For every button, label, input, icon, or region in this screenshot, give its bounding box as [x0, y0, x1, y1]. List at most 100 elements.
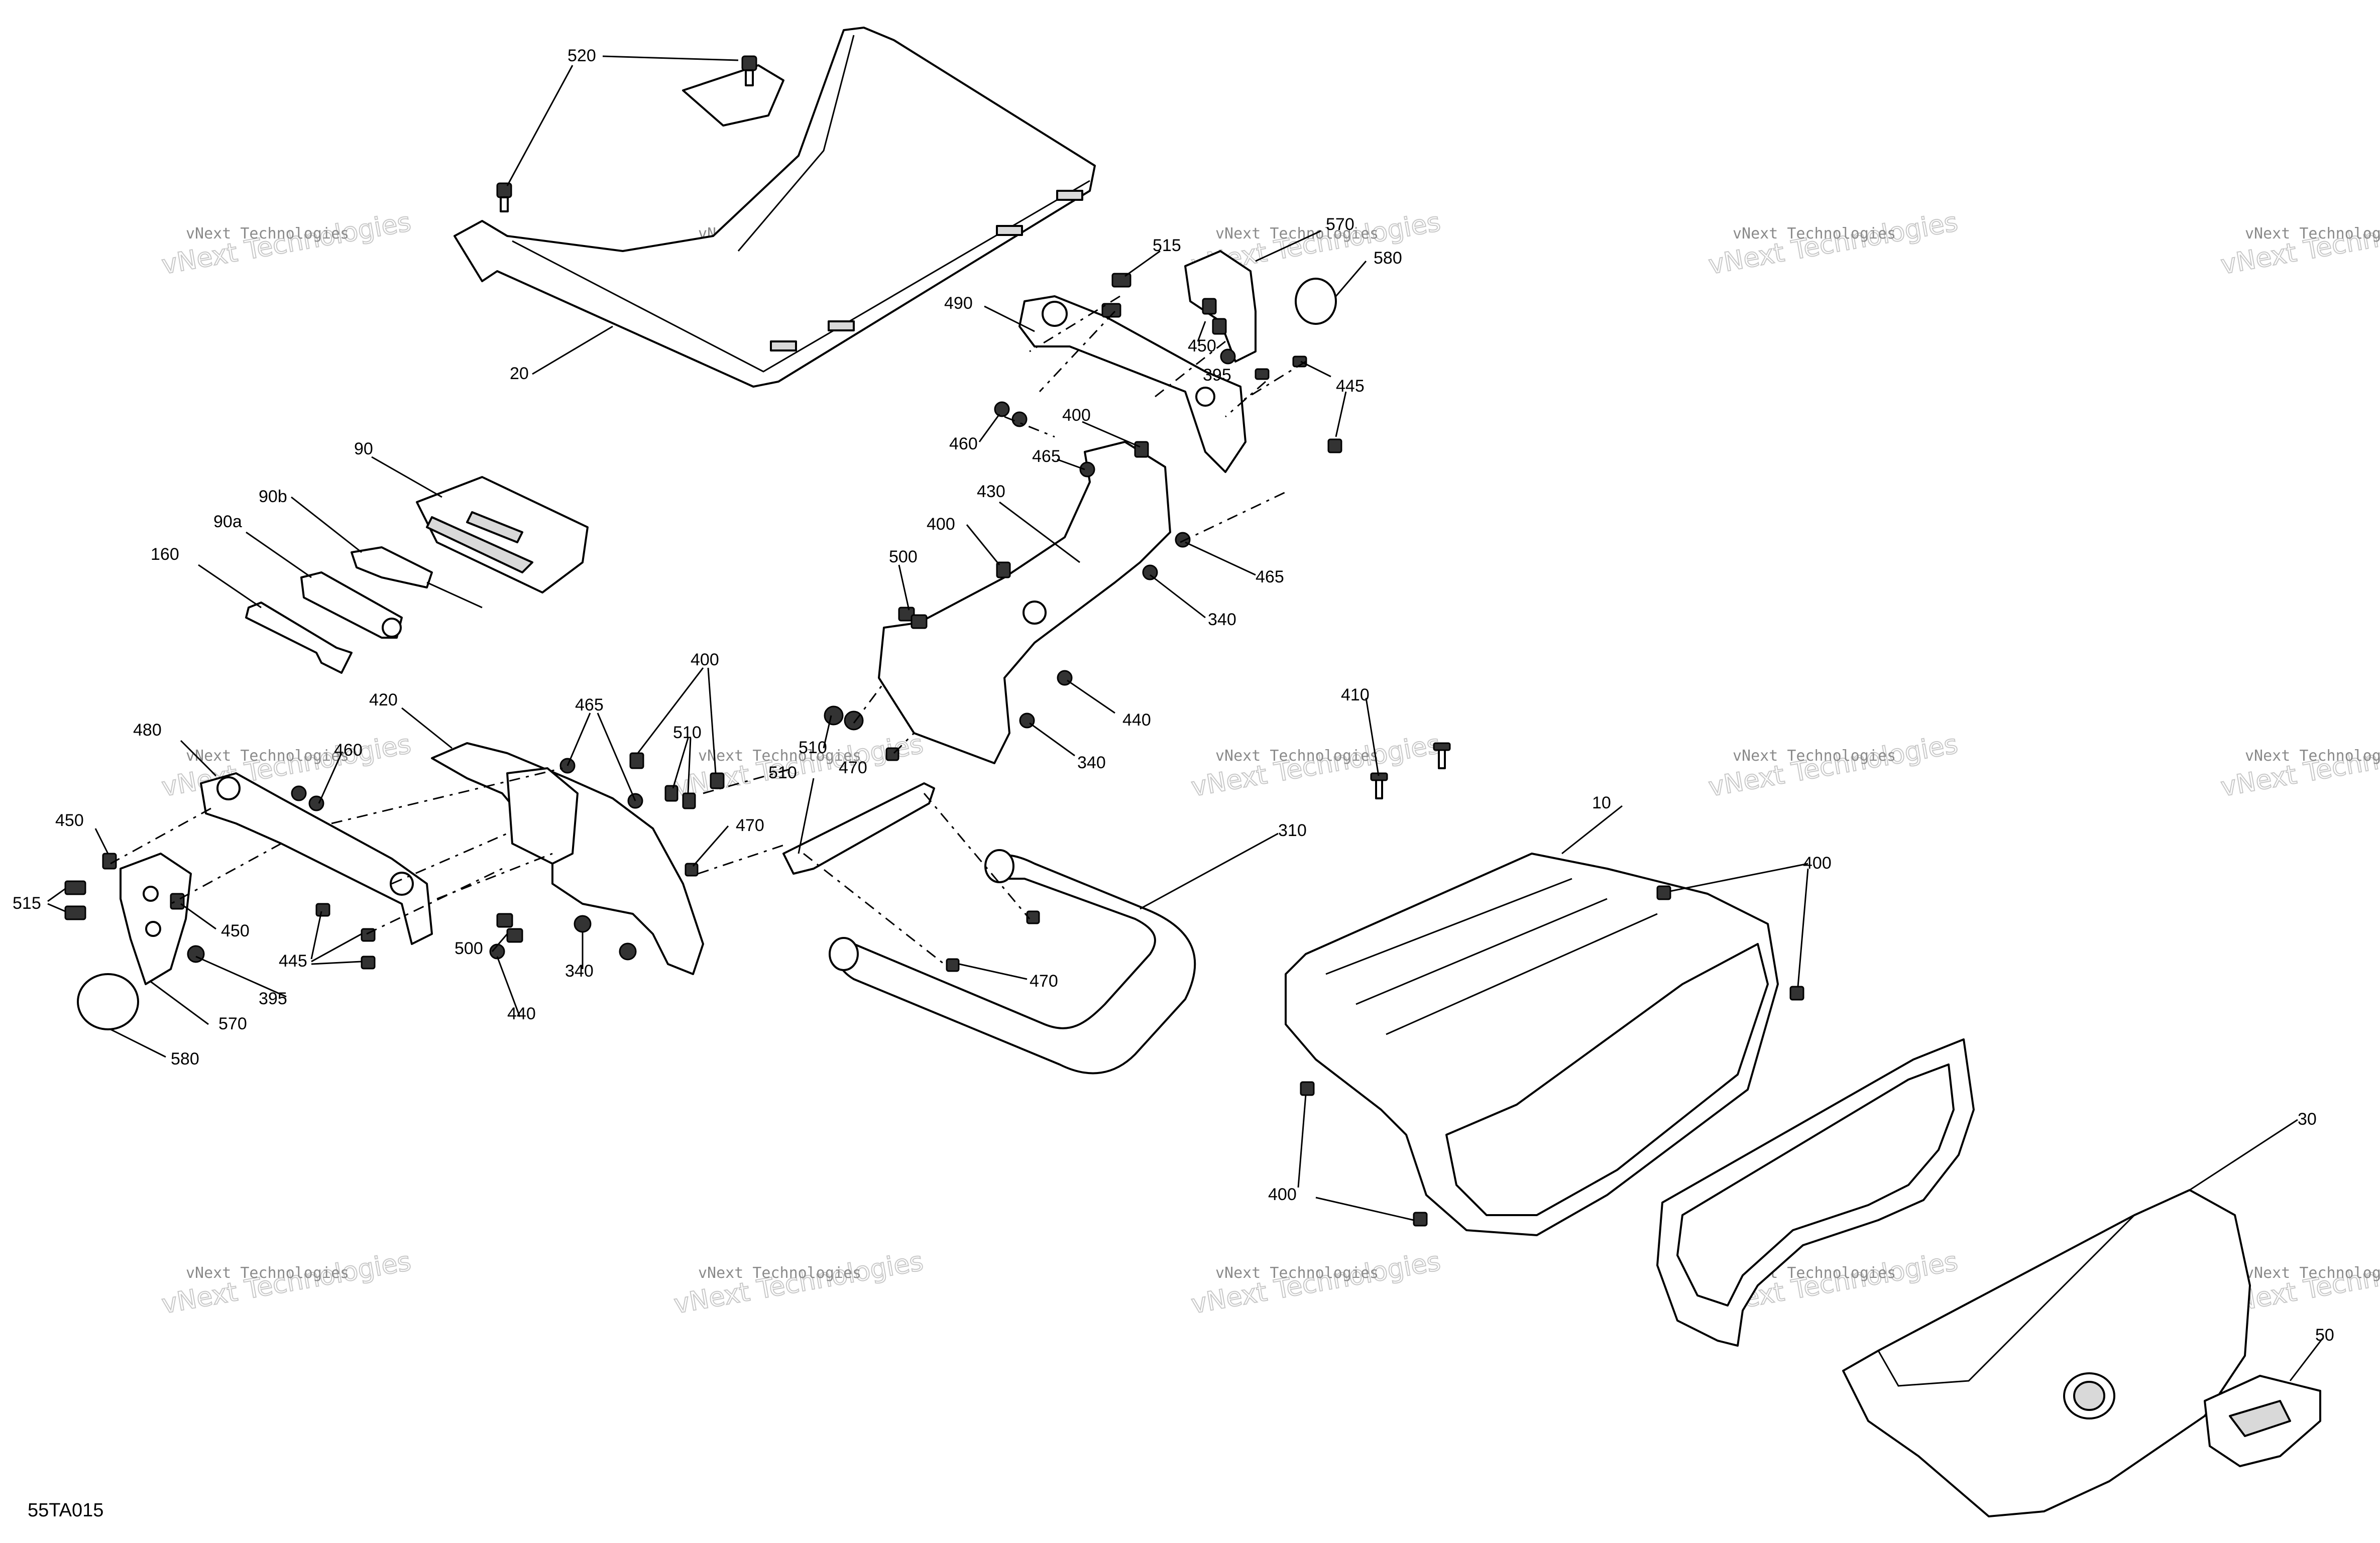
part-570-top: [1184, 250, 1257, 363]
nuts-340: [574, 564, 1158, 961]
callout-400-mid: 400: [927, 515, 955, 534]
svg-text:vNext Technologies: vNext Technologies: [160, 1246, 413, 1320]
svg-text:vNext Technologies: vNext Technologies: [2245, 225, 2380, 243]
part-580-cap-top: [1295, 278, 1337, 325]
part-570-lower: [120, 853, 192, 985]
callout-400: 400: [1062, 406, 1091, 425]
callout-310: 310: [1278, 821, 1307, 840]
callout-500: 500: [889, 547, 918, 566]
callout-450: 450: [1188, 336, 1216, 355]
part-30-cover: [1842, 1189, 2251, 1517]
nuts-460-lower: [291, 785, 324, 811]
callout-490: 490: [944, 294, 973, 313]
svg-text:vNext Technologies: vNext Technologies: [160, 207, 413, 280]
watermark-r3-c2: vNext Technologies vNext Technologies: [671, 1246, 926, 1320]
svg-text:vNext Technologies: vNext Technologies: [1733, 747, 1896, 765]
callout-400-lower: 400: [691, 650, 719, 669]
fasteners-450-top: [1202, 298, 1227, 335]
callout-500-lower: 500: [455, 939, 483, 958]
svg-text:vNext Technologies: vNext Technologies: [1215, 747, 1379, 765]
part-480-bracket: [200, 772, 433, 945]
callout-340-lower: 340: [565, 962, 594, 981]
part-90b-screwdriver: [351, 546, 483, 609]
part-420-guard: [431, 742, 704, 975]
svg-text:vNext Technologies: vNext Technologies: [2219, 729, 2380, 802]
svg-text:vNext Technologies: vNext Technologies: [1215, 1264, 1379, 1282]
part-430-support: [878, 441, 1171, 764]
callout-460: 460: [949, 434, 978, 453]
svg-text:vNext Technologies: vNext Technologies: [1707, 729, 1960, 802]
fastener-520-left: [496, 182, 512, 212]
callout-445: 445: [1336, 377, 1365, 396]
callout-90b: 90b: [259, 487, 287, 506]
callout-430: 430: [977, 482, 1005, 501]
callout-580: 580: [1374, 249, 1402, 268]
callout-90: 90: [354, 439, 373, 458]
callout-465-right: 465: [1256, 567, 1284, 586]
svg-text:vNext Technologies: vNext Technologies: [698, 747, 861, 765]
callout-410: 410: [1341, 685, 1370, 704]
callout-515: 515: [1153, 236, 1181, 255]
diagram-id: 55TA015: [28, 1500, 103, 1521]
watermark-r2-c3: vNext Technologies vNext Technologies: [1189, 729, 1443, 803]
svg-text:vNext Technologies: vNext Technologies: [1733, 225, 1896, 243]
callout-labels: 520 20 515 570 580 490 450 395 445 460 4…: [13, 46, 2334, 1345]
callout-580-lower: 580: [171, 1049, 199, 1069]
watermark-r3-c3: vNext Technologies vNext Technologies: [1189, 1246, 1443, 1320]
part-20-tray: [454, 27, 1096, 388]
fasteners-515-top: [1101, 273, 1131, 318]
bolts-445-top: [1255, 355, 1342, 453]
clips-400-upper: [996, 441, 1149, 578]
callout-450-lower: 450: [221, 921, 250, 940]
nut-395-top: [1220, 348, 1236, 365]
nuts-460-top: [994, 401, 1028, 427]
part-seal: [1656, 1038, 1975, 1347]
callout-160: 160: [151, 545, 179, 564]
watermark-r1-c1: vNext Technologies vNext Technologies: [159, 206, 414, 281]
callout-340-mid: 340: [1077, 753, 1106, 772]
part-160-wrench: [245, 602, 353, 674]
part-90a-socket: [300, 571, 403, 639]
callout-420: 420: [369, 690, 398, 709]
svg-text:vNext Technologies: vNext Technologies: [160, 729, 413, 802]
callout-465-lower: 465: [575, 695, 604, 715]
svg-text:vNext Technologies: vNext Technologies: [2219, 207, 2380, 280]
watermark-r1-c4: vNext Technologies vNext Technologies: [1706, 206, 1961, 281]
callout-400-bottom: 400: [1268, 1185, 1297, 1204]
callout-395-lower: 395: [259, 989, 287, 1008]
callout-510-a: 510: [673, 723, 702, 742]
bolts-410: [1370, 742, 1451, 799]
svg-text:vNext Technologies: vNext Technologies: [1707, 207, 1960, 280]
callout-445-lower: 445: [279, 952, 307, 971]
callout-400-right: 400: [1803, 854, 1832, 873]
svg-text:vNext Technologies: vNext Technologies: [698, 1264, 861, 1282]
callout-510-b: 510: [799, 738, 827, 757]
part-50-latch: [2204, 1375, 2321, 1467]
fastener-520-top: [741, 55, 757, 86]
callout-470-b: 470: [736, 816, 764, 835]
svg-text:vNext Technologies: vNext Technologies: [2245, 747, 2380, 765]
leader-lines: [47, 55, 2324, 1381]
callout-395: 395: [1203, 366, 1231, 385]
callout-515-left: 515: [13, 894, 41, 913]
bolts-500-lower: [496, 607, 928, 943]
svg-text:vNext Technologies: vNext Technologies: [1189, 1246, 1443, 1320]
fasteners-515-lower: [64, 880, 86, 920]
callout-440: 440: [1122, 710, 1151, 730]
callout-340-upper: 340: [1208, 610, 1236, 629]
dashed-center-lines: [110, 295, 1306, 965]
callout-10: 10: [1592, 793, 1611, 812]
callout-470-a: 470: [839, 758, 867, 777]
svg-text:vNext Technologies: vNext Technologies: [186, 747, 349, 765]
watermark-r2-c4: vNext Technologies vNext Technologies: [1706, 729, 1961, 803]
watermark-r2-c1: vNext Technologies vNext Technologies: [159, 729, 414, 803]
callout-570-lower: 570: [218, 1014, 247, 1033]
callout-520: 520: [568, 46, 596, 65]
part-90-tool-kit: [416, 476, 589, 594]
callout-470-c: 470: [1030, 972, 1058, 991]
bolts-445-lower: [315, 903, 376, 970]
watermark-r3-c1: vNext Technologies vNext Technologies: [159, 1246, 414, 1320]
part-510-bracket: [782, 782, 935, 875]
callout-440-lower: 440: [507, 1004, 536, 1023]
svg-text:vNext Technologies: vNext Technologies: [186, 225, 349, 243]
